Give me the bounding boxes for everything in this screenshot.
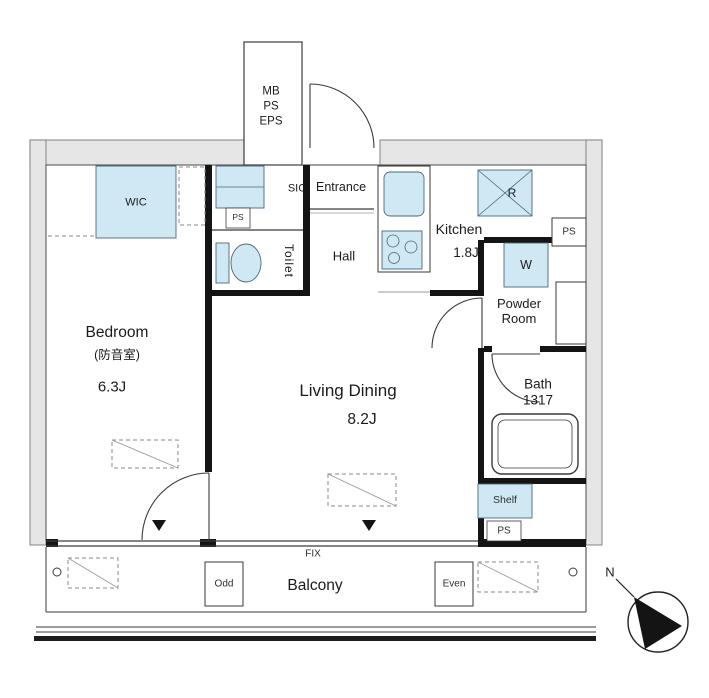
powder-vanity: [555, 281, 587, 345]
balcony-lines: [36, 547, 596, 633]
hall-label: Hall: [332, 248, 356, 264]
fix-window-label: FIX: [305, 548, 321, 560]
balcony-drain-right: [568, 567, 578, 577]
powder-door-arc: [431, 297, 483, 349]
compass-needle: [634, 597, 682, 649]
ps-right-box: [551, 217, 587, 247]
kitchen-label: Kitchen: [435, 220, 483, 237]
sic-label: SIC: [287, 182, 307, 195]
outer-wall-bands: [29, 139, 603, 546]
wall-kitchen-living: [430, 290, 484, 296]
balcony-label: Balcony: [287, 577, 343, 595]
bath-label: Bath 1317: [523, 376, 553, 407]
outer-wall-top-left: [29, 139, 245, 166]
toilet-label: Toilet: [281, 243, 296, 279]
wall-bath-top-left: [484, 346, 492, 352]
wall-bottom-right: [478, 539, 586, 547]
interior-walls: [46, 165, 586, 547]
powder-room-label-line2: Room: [501, 311, 537, 326]
powder-room-label-line1: Powder: [496, 296, 542, 312]
living-ceiling-diagonal: [327, 473, 397, 507]
fixture-details: [216, 169, 533, 264]
pipe-shaft-box: [243, 41, 303, 166]
bedroom-ceiling-diagonal: [111, 439, 179, 469]
fridge-diagonal-2: [477, 169, 533, 217]
window-marker-left: [152, 520, 166, 531]
toilet-bowl: [230, 243, 262, 283]
balcony-odd-box: [204, 561, 244, 607]
bedroom-size-label: 6.3J: [97, 378, 127, 396]
bathtub-inner: [497, 419, 573, 469]
wall-toilet-bottom: [212, 290, 310, 296]
entrance-label: Entrance: [315, 179, 367, 194]
kitchen-sink: [383, 171, 425, 217]
dashed-box-diagonals: [67, 439, 539, 593]
entrance-door-arc: [309, 83, 375, 149]
ps-entry-label: PS: [232, 212, 244, 223]
bedroom-label: Bedroom: [85, 324, 149, 342]
wall-bath-top-right: [540, 346, 586, 352]
door-swings: [141, 83, 541, 541]
balcony-unit-left-box: [67, 557, 119, 589]
living-dining-label: Living Dining: [299, 381, 397, 401]
living-dining-size-label: 8.2J: [347, 411, 377, 429]
wall-toilet-right: [303, 165, 310, 296]
wall-powder-top: [484, 237, 586, 243]
north-label: N: [605, 564, 615, 580]
fixtures-outline: [52, 207, 587, 607]
bedroom-door-arc: [141, 472, 210, 541]
bath-door-arc: [491, 353, 541, 403]
bath-label-name: Bath: [524, 376, 552, 392]
balcony-right-diagonal: [477, 561, 539, 593]
bath-label-size: 1317: [522, 392, 554, 407]
wall-window-stub-left: [46, 539, 58, 547]
balcony-drain-left: [52, 567, 62, 577]
kitchen-size-label: 1.8J: [453, 245, 479, 261]
shaft-label-mb: MB: [262, 85, 280, 98]
wall-window-stub-center: [200, 539, 216, 547]
balcony-unit-right-box: [477, 561, 539, 593]
living-ceiling-box: [327, 473, 397, 507]
wic-box: [95, 165, 177, 239]
toilet-tank: [215, 242, 230, 284]
shelf-label: Shelf: [493, 493, 517, 506]
shaft-label-ps: PS: [263, 100, 279, 113]
stove-burner-1: [386, 234, 400, 248]
shelf-box: [477, 483, 533, 519]
wall-powder-left: [478, 240, 484, 296]
ps-bottom-label: PS: [497, 525, 511, 537]
outer-wall-right: [585, 139, 603, 546]
railing-base: [34, 636, 596, 641]
dashed-annotations: [48, 166, 539, 593]
wall-bedroom-divider: [205, 165, 212, 472]
outer-wall-left: [29, 139, 47, 546]
powder-room-label: Powder Room: [496, 296, 542, 327]
washer-label: W: [520, 257, 532, 272]
window-marker-right: [362, 520, 376, 531]
balcony-even-label: Even: [442, 578, 466, 590]
partition-lines: [46, 208, 478, 547]
fridge-label: R: [507, 186, 517, 201]
shaft-label-eps: EPS: [259, 115, 283, 128]
bathtub-outer: [491, 413, 579, 475]
ps-entry-box: [225, 207, 251, 229]
outer-wall-top-right: [379, 139, 603, 166]
balcony-even-box: [434, 561, 474, 607]
wall-right-column: [478, 348, 484, 541]
stove-burner-3: [388, 252, 400, 264]
window-markers: [152, 520, 376, 531]
ps-bottom-box: [486, 520, 522, 542]
bedroom-ceiling-box: [111, 439, 179, 469]
wall-bath-bottom: [484, 478, 586, 484]
balcony-left-diagonal: [67, 557, 119, 589]
ps-right-label: PS: [562, 226, 576, 238]
compass: [615, 578, 689, 653]
wic-label: WIC: [125, 196, 147, 209]
washer-space: [503, 242, 549, 288]
stove-burner-2: [404, 240, 418, 254]
bedroom-sub-label: (防音室): [94, 347, 140, 362]
compass-pointer-line: [615, 578, 635, 598]
balcony-odd-label: Odd: [214, 578, 234, 590]
